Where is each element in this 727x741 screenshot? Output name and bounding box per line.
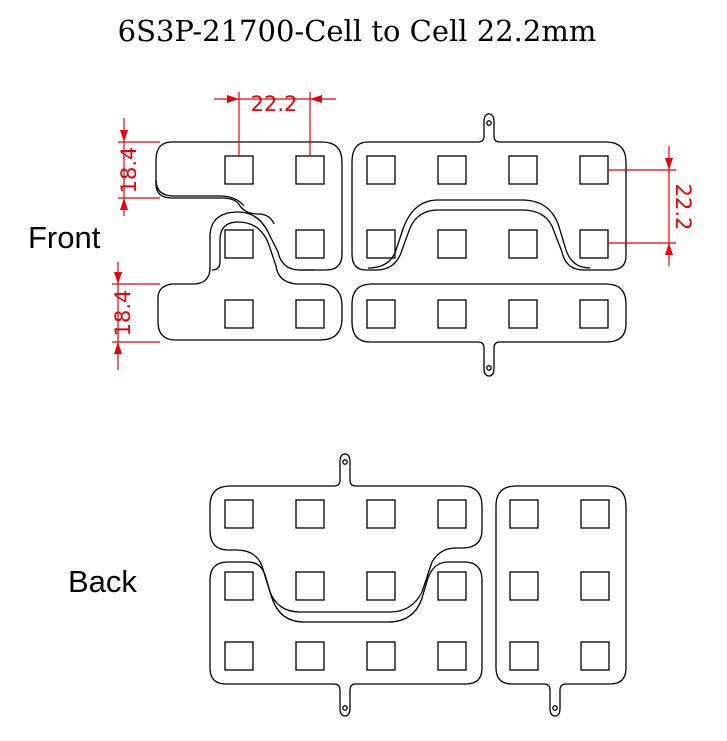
back-label: Back <box>68 564 137 599</box>
front-cell <box>579 299 609 329</box>
dimension-left-upper: 18.4 <box>117 118 160 216</box>
back-cell <box>580 499 610 529</box>
front-cell <box>437 155 467 185</box>
front-right-strip-upper <box>351 113 627 271</box>
front-cell <box>224 229 254 259</box>
dimension-left-upper-value: 18.4 <box>117 147 141 194</box>
back-cell <box>366 571 396 601</box>
back-tab-hole-top <box>342 459 348 465</box>
diagram-title: 6S3P-21700-Cell to Cell 22.2mm <box>118 14 597 48</box>
front-right-tab-hole-top <box>486 120 492 126</box>
front-left-strip-outline <box>155 141 343 341</box>
front-cell <box>295 229 325 259</box>
front-cell <box>295 155 325 185</box>
back-lower-strip <box>209 561 483 717</box>
back-cell <box>366 641 396 671</box>
back-cell <box>580 641 610 671</box>
front-cell <box>508 155 538 185</box>
front-cell <box>366 155 396 185</box>
dimension-top-pitch: 22.2 <box>214 92 336 156</box>
front-cell <box>295 299 325 329</box>
back-upper-strip <box>209 453 483 613</box>
front-view <box>155 113 627 377</box>
dimension-right-pitch-value: 22.2 <box>671 184 695 231</box>
front-left-strip-outline-inner <box>155 179 314 271</box>
back-cell <box>509 499 539 529</box>
front-right-strip-lower <box>351 283 627 377</box>
back-cell <box>224 641 254 671</box>
front-cell <box>508 299 538 329</box>
front-cell <box>224 155 254 185</box>
front-right-tab-hole-bottom <box>486 365 492 371</box>
dimension-top-pitch-value: 22.2 <box>251 92 298 116</box>
back-right-tab-hole <box>552 705 558 711</box>
dimension-left-lower: 18.4 <box>111 262 160 370</box>
back-view <box>209 453 627 717</box>
back-cell <box>437 641 467 671</box>
back-cell <box>224 499 254 529</box>
back-cell <box>580 571 610 601</box>
dimension-right-pitch: 22.2 <box>608 146 695 266</box>
dimension-left-lower-value: 18.4 <box>111 290 135 337</box>
front-cell <box>579 229 609 259</box>
front-cell <box>579 155 609 185</box>
back-cell <box>437 499 467 529</box>
front-cell <box>224 299 254 329</box>
back-cell <box>366 499 396 529</box>
back-right-strip <box>495 485 627 717</box>
front-cell <box>366 299 396 329</box>
back-tab-hole-bottom <box>342 705 348 711</box>
back-cell <box>437 571 467 601</box>
front-cell <box>437 229 467 259</box>
front-cell <box>437 299 467 329</box>
front-right-strip-channel <box>367 199 591 269</box>
back-cell <box>295 641 325 671</box>
back-cell <box>295 571 325 601</box>
back-cell <box>224 571 254 601</box>
back-cell <box>509 641 539 671</box>
front-label: Front <box>28 220 101 255</box>
front-cell <box>508 229 538 259</box>
back-cell <box>509 571 539 601</box>
front-cell <box>366 229 396 259</box>
back-cell <box>295 499 325 529</box>
